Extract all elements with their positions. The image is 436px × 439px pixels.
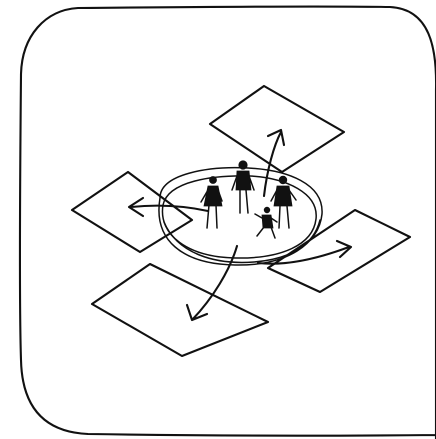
person-left (201, 177, 222, 229)
tile-left (72, 172, 192, 252)
tile-bottom-left (92, 264, 268, 356)
tile-top (210, 86, 344, 172)
child-running (255, 207, 277, 238)
rounded-frame (20, 7, 436, 439)
arrow-left (129, 198, 208, 216)
central-platform-edge (164, 220, 320, 262)
